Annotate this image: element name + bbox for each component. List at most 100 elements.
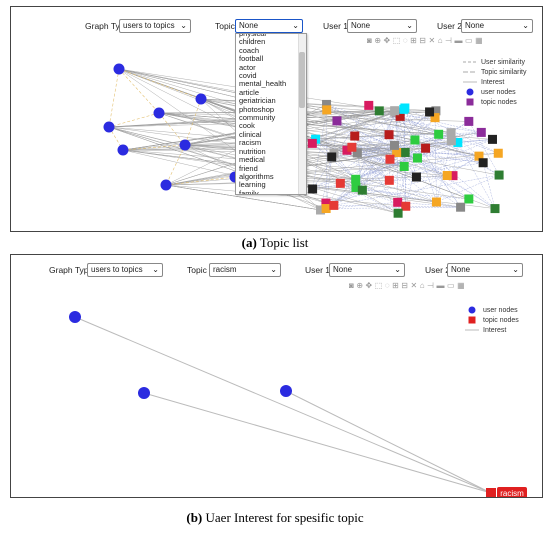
topic-option[interactable]: nutrition: [239, 146, 266, 156]
legend-item[interactable]: Topic similarity: [463, 67, 527, 77]
spike-icon[interactable]: ⊣: [445, 36, 455, 45]
camera-icon[interactable]: ◙: [349, 281, 357, 290]
topic-option[interactable]: physical: [239, 33, 267, 38]
legend-item[interactable]: Interest: [465, 325, 519, 335]
user1-select[interactable]: None ⌄: [329, 263, 405, 277]
user-node: [69, 311, 81, 323]
hover-compare-icon[interactable]: ▭: [447, 281, 458, 290]
topic-option[interactable]: article: [239, 87, 260, 97]
topic-similarity-edge: [389, 111, 430, 181]
topic-option[interactable]: football: [239, 54, 264, 64]
legend-item[interactable]: User similarity: [463, 57, 527, 67]
pan-icon[interactable]: ✥: [365, 281, 375, 290]
autoscale-icon[interactable]: ✕: [428, 36, 438, 45]
topic-node: [332, 116, 342, 126]
user-similarity-edge: [122, 144, 186, 151]
topic-similarity-edge: [312, 159, 391, 190]
legend-item[interactable]: topic nodes: [463, 97, 527, 107]
topic-option[interactable]: algorithms: [239, 171, 274, 181]
lasso-icon[interactable]: ◌: [402, 36, 411, 45]
dropdown-scrollbar[interactable]: [298, 34, 306, 194]
user-similarity-edge: [108, 68, 120, 128]
autoscale-icon[interactable]: ✕: [410, 281, 420, 290]
topic-option[interactable]: friend: [239, 163, 258, 173]
topic-similarity-edge: [333, 120, 338, 154]
home-icon[interactable]: ⌂: [437, 36, 446, 45]
scrollbar-thumb[interactable]: [299, 52, 305, 108]
spike-icon[interactable]: ⊣: [427, 281, 437, 290]
topic-option[interactable]: covid: [239, 71, 257, 81]
topic-option[interactable]: children: [239, 37, 266, 47]
zoom-icon[interactable]: ⊕: [356, 281, 366, 290]
graph-type-select[interactable]: users to topics ⌄: [87, 263, 163, 277]
graph-type-select[interactable]: users to topics ⌄: [119, 19, 191, 33]
panel-user-interest: racism Graph Type users to topics ⌄ Topi…: [10, 254, 543, 498]
caption-b: (b) Uaer Interest for spesific topic: [0, 510, 550, 526]
topic-similarity-edge: [357, 152, 405, 167]
zoom-icon[interactable]: ⊕: [374, 36, 384, 45]
zoom-in-icon[interactable]: ⊞: [410, 36, 420, 45]
legend-label: topic nodes: [481, 98, 517, 106]
topic-similarity-edge: [405, 117, 436, 153]
topic-node: [352, 148, 362, 158]
topic-similarity-edge: [355, 145, 395, 180]
legend-item[interactable]: Interest: [463, 77, 527, 87]
topic-similarity-edge: [417, 157, 496, 209]
topic-node: [347, 142, 357, 152]
zoom-in-icon[interactable]: ⊞: [392, 281, 402, 290]
topic-similarity-edge: [457, 142, 496, 209]
topic-option[interactable]: cook: [239, 121, 255, 131]
topic-option[interactable]: coach: [239, 45, 260, 55]
pan-icon[interactable]: ✥: [383, 36, 393, 45]
topic-option[interactable]: mental_health: [239, 79, 287, 89]
topic-option[interactable]: photoshop: [239, 104, 275, 114]
topic-option[interactable]: actor: [239, 62, 256, 72]
interest-edge: [143, 392, 492, 494]
box-select-icon[interactable]: ⬚: [392, 36, 403, 45]
graph-type-label: Graph Type: [49, 265, 94, 275]
user-node: [117, 144, 129, 156]
topic-option[interactable]: community: [239, 113, 276, 123]
legend-label: Topic similarity: [481, 68, 527, 76]
plotly-logo-icon[interactable]: ▦: [457, 281, 468, 290]
topic-option[interactable]: racism: [239, 138, 262, 148]
hover-closest-icon[interactable]: ▬: [436, 281, 447, 290]
caption-b-label: (b): [186, 510, 203, 525]
topic-node: [321, 204, 331, 214]
topic-select[interactable]: racism ⌄: [209, 263, 281, 277]
legend-item[interactable]: topic nodes: [465, 315, 519, 325]
topic-option[interactable]: medical: [239, 155, 265, 165]
plotly-logo-icon[interactable]: ▦: [475, 36, 486, 45]
caption-b-text: Uaer Interest for spesific topic: [202, 510, 364, 525]
user2-select[interactable]: None ⌄: [447, 263, 523, 277]
topic-similarity-edge: [340, 183, 399, 214]
home-icon[interactable]: ⌂: [419, 281, 428, 290]
hover-closest-icon[interactable]: ▬: [454, 36, 465, 45]
topic-similarity-edge: [331, 152, 397, 158]
zoom-out-icon[interactable]: ⊟: [401, 281, 411, 290]
zoom-out-icon[interactable]: ⊟: [419, 36, 429, 45]
user1-select[interactable]: None ⌄: [347, 19, 417, 33]
topic-option[interactable]: geriatrician: [239, 96, 276, 106]
topic-node: [351, 182, 361, 192]
topic-value: racism: [213, 265, 237, 274]
lasso-icon[interactable]: ◌: [384, 281, 393, 290]
topic-node: [400, 147, 410, 157]
caption-a-label: (a): [241, 235, 257, 250]
user-similarity-edge: [184, 98, 202, 146]
camera-icon[interactable]: ◙: [367, 36, 375, 45]
graph-canvas-b: racism: [69, 311, 527, 497]
topic-option[interactable]: family: [239, 188, 259, 195]
topic-similarity-edge: [312, 105, 369, 190]
user2-select[interactable]: None ⌄: [461, 19, 533, 33]
legend-item[interactable]: user nodes: [465, 305, 519, 315]
box-select-icon[interactable]: ⬚: [374, 281, 385, 290]
chevron-down-icon: ⌄: [394, 265, 401, 274]
legend-item[interactable]: user nodes: [463, 87, 527, 97]
topic-node: [395, 111, 405, 121]
topic-option[interactable]: learning: [239, 180, 266, 190]
hover-compare-icon[interactable]: ▭: [465, 36, 476, 45]
topic-option[interactable]: clinical: [239, 129, 262, 139]
topic-select[interactable]: None ⌄: [235, 19, 303, 33]
